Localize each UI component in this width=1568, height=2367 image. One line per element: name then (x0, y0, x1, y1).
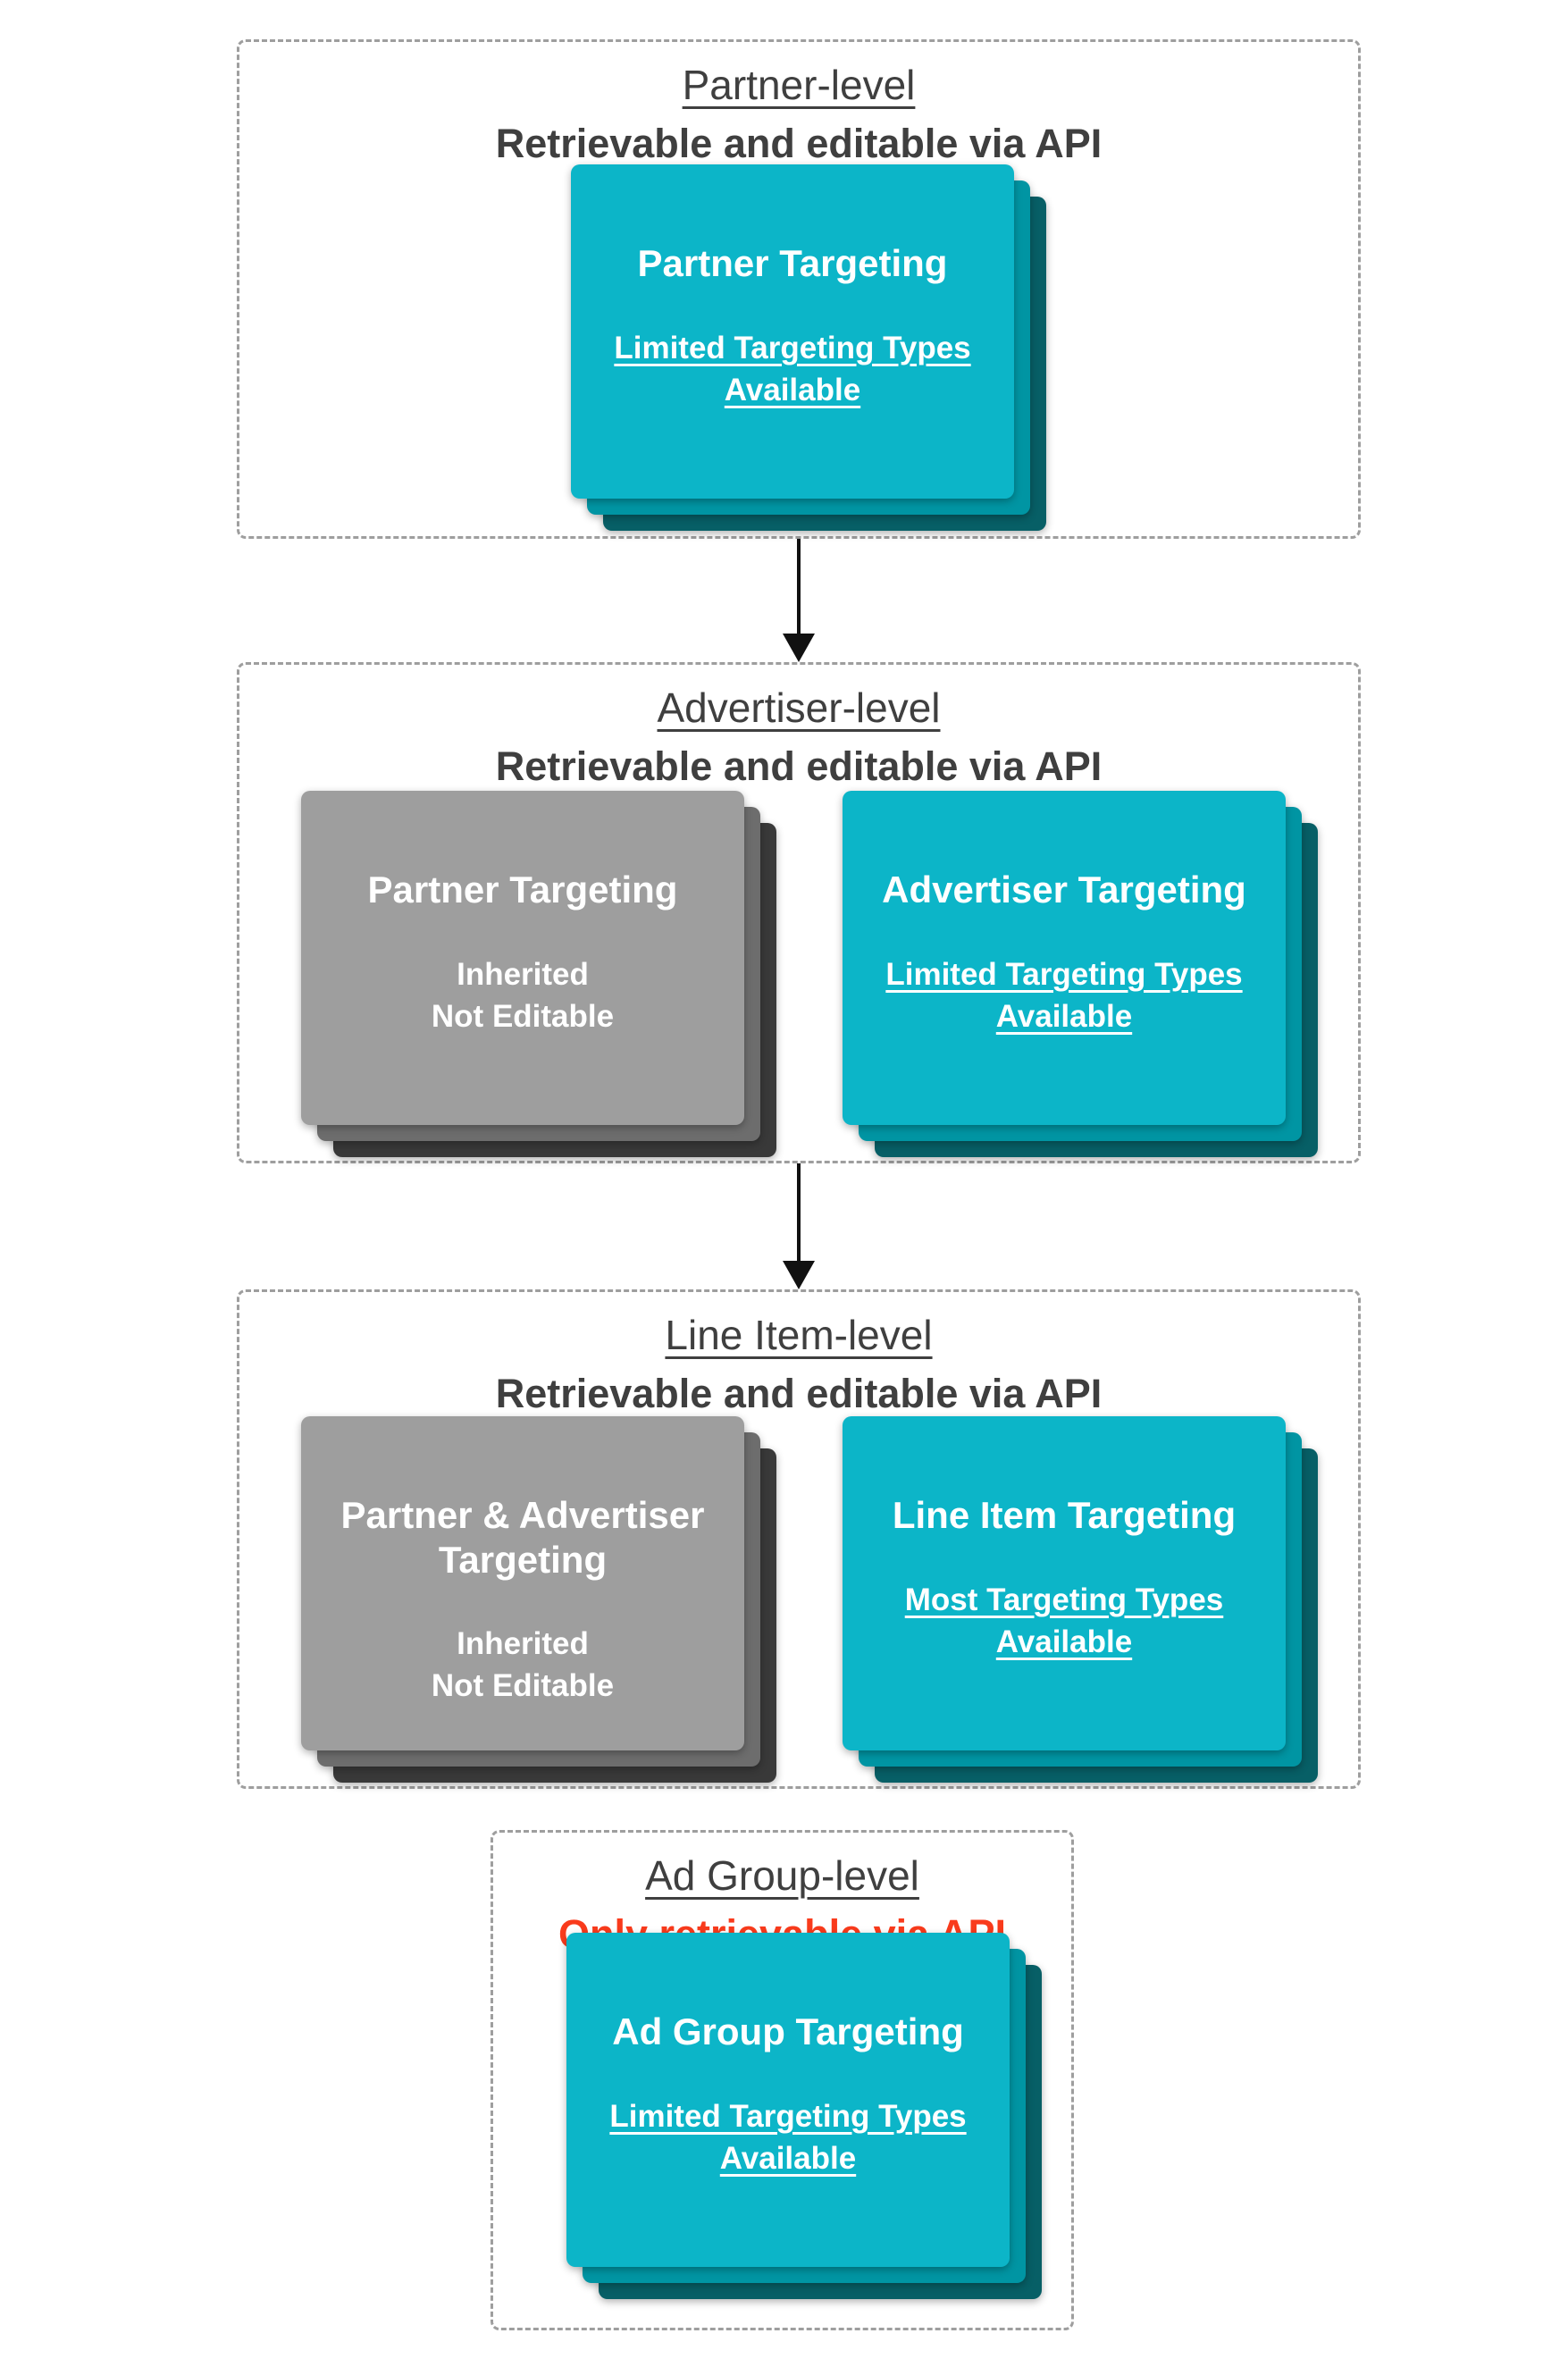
card-partner-advertiser-targeting: Partner & Advertiser Targeting Inherited… (301, 1416, 744, 1750)
section-title: Line Item-level (665, 1312, 933, 1358)
flow-arrow-down-icon (783, 1163, 815, 1289)
arrow-head (783, 634, 815, 662)
card-title: Line Item Targeting (892, 1494, 1237, 1536)
card-partner-targeting-inherited: Partner Targeting Inherited Not Editable (301, 791, 744, 1125)
arrow-head (783, 1261, 815, 1289)
card-title: Ad Group Targeting (612, 2010, 964, 2052)
card-ad-group-targeting: Ad Group Targeting Limited Targeting Typ… (566, 1933, 1010, 2267)
card-title: Partner Targeting (367, 869, 678, 911)
card-title: Partner Targeting (637, 242, 948, 284)
section-title: Advertiser-level (657, 684, 941, 731)
card-body-line: Not Editable (431, 1668, 615, 1704)
section-advertiser-level: Advertiser-level Retrievable and editabl… (237, 662, 1361, 1163)
card-body: Inherited Not Editable (432, 1623, 614, 1708)
arrow-shaft (797, 539, 801, 634)
card-title: Partner & Advertiser Targeting (340, 1494, 705, 1581)
card-body-line: Not Editable (431, 998, 615, 1034)
card-body: Most Targeting Types Available (904, 1582, 1224, 1659)
section-header: Partner-level Retrievable and editable v… (239, 60, 1358, 169)
section-subtitle: Retrievable and editable via API (495, 120, 1103, 166)
card-body: Limited Targeting Types Available (885, 956, 1243, 1034)
card-stack-partner-targeting-inherited: Partner Targeting Inherited Not Editable (301, 791, 776, 1159)
card-stack-partner-advertiser-targeting: Partner & Advertiser Targeting Inherited… (301, 1416, 776, 1784)
section-line-item-level: Line Item-level Retrievable and editable… (237, 1289, 1361, 1789)
card-stack-line-item-targeting: Line Item Targeting Most Targeting Types… (843, 1416, 1318, 1784)
card-title: Advertiser Targeting (882, 869, 1246, 911)
card-stack-ad-group-targeting: Ad Group Targeting Limited Targeting Typ… (566, 1933, 1042, 2301)
section-header: Line Item-level Retrievable and editable… (239, 1310, 1358, 1419)
card-body: Inherited Not Editable (432, 953, 614, 1038)
card-partner-targeting: Partner Targeting Limited Targeting Type… (571, 164, 1014, 499)
card-line-item-targeting: Line Item Targeting Most Targeting Types… (843, 1416, 1286, 1750)
section-title: Ad Group-level (645, 1852, 919, 1899)
flow-arrow-down-icon (783, 539, 815, 662)
section-ad-group-level: Ad Group-level Only retrievable via API … (491, 1830, 1074, 2330)
section-title: Partner-level (682, 62, 916, 108)
card-body: Limited Targeting Types Available (609, 2098, 967, 2176)
section-partner-level: Partner-level Retrievable and editable v… (237, 39, 1361, 539)
card-body-line: Inherited (457, 1626, 589, 1662)
card-stack-advertiser-targeting: Advertiser Targeting Limited Targeting T… (843, 791, 1318, 1159)
section-header: Advertiser-level Retrievable and editabl… (239, 683, 1358, 792)
card-body: Limited Targeting Types Available (614, 330, 971, 407)
section-subtitle: Retrievable and editable via API (495, 743, 1103, 789)
card-stack-partner-targeting: Partner Targeting Limited Targeting Type… (571, 164, 1046, 533)
card-body-line: Inherited (457, 956, 589, 992)
arrow-shaft (797, 1163, 801, 1261)
section-subtitle: Retrievable and editable via API (495, 1370, 1103, 1416)
card-advertiser-targeting: Advertiser Targeting Limited Targeting T… (843, 791, 1286, 1125)
